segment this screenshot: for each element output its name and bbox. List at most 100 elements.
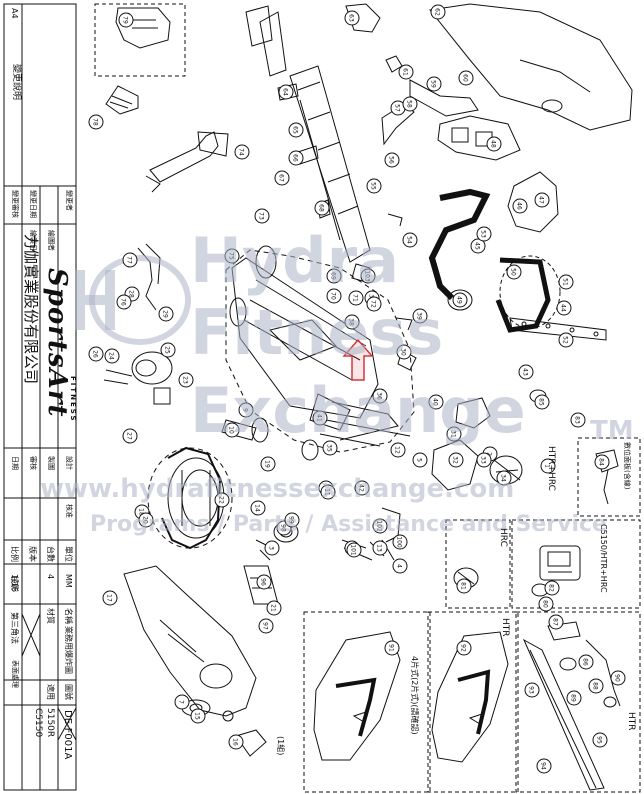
callout-53: 53 <box>476 226 492 242</box>
svg-text:26: 26 <box>92 350 99 358</box>
callout-34: 34 <box>496 470 512 486</box>
console-unit <box>539 545 581 581</box>
callout-11: 11 <box>320 484 336 500</box>
caption-htr-1: HTR <box>500 618 510 637</box>
callout-26: 26 <box>88 346 104 362</box>
caption-parts-bag: (1組) <box>276 736 285 756</box>
variant-box-handlebar-2 <box>427 611 519 793</box>
revision-header: 變更說明 <box>11 64 21 101</box>
variant-box-top <box>94 3 186 77</box>
callout-101: 101 <box>346 542 362 558</box>
callout-70: 70 <box>326 288 342 304</box>
svg-text:21: 21 <box>270 604 277 612</box>
svg-text:17: 17 <box>106 594 113 602</box>
svg-text:22: 22 <box>218 496 225 504</box>
svg-text:83: 83 <box>574 416 581 424</box>
svg-text:57: 57 <box>394 104 401 112</box>
value-model-2: C5150 <box>33 708 43 738</box>
callout-39: 39 <box>412 308 428 324</box>
callout-3: 3 <box>264 540 280 556</box>
svg-text:33: 33 <box>480 456 487 464</box>
callout-83: 83 <box>570 412 586 428</box>
callout-30: 30 <box>396 344 412 360</box>
label-drawing-no: 圖號 <box>64 684 73 700</box>
svg-text:100: 100 <box>396 536 403 548</box>
callout-88: 88 <box>588 678 604 694</box>
svg-text:55: 55 <box>370 182 377 190</box>
callout-97: 97 <box>258 618 274 634</box>
callout-5: 5 <box>412 452 428 468</box>
callout-13: 13 <box>372 540 388 556</box>
caption-htr-2: HTR <box>626 712 636 731</box>
caption-handlebar-note: 4片式(2片式)(請確認) <box>410 656 419 735</box>
value-drawing-no: DE-F001A <box>62 710 73 760</box>
svg-text:53: 53 <box>480 230 487 238</box>
svg-text:86: 86 <box>582 658 589 666</box>
callout-62: 62 <box>430 4 446 20</box>
callout-9: 9 <box>238 402 254 418</box>
brand-logo: SportsArt <box>42 268 72 418</box>
company-name: 力伽實業股份有限公司 <box>22 234 40 385</box>
variant-box-htr-hrc <box>511 519 641 609</box>
svg-text:2: 2 <box>486 452 493 456</box>
label-changer: 變更者 <box>65 190 73 211</box>
svg-text:10: 10 <box>228 426 235 434</box>
svg-text:101: 101 <box>350 544 357 556</box>
svg-text:40: 40 <box>432 398 439 406</box>
svg-text:71: 71 <box>352 294 359 302</box>
value-qty: 4 <box>46 574 55 580</box>
label-designer: 設計 <box>65 456 73 470</box>
label-drawing-name: 名稱 <box>64 608 73 624</box>
callout-markers: 1234567891011121314151617181920212223242… <box>88 4 626 774</box>
svg-text:82: 82 <box>548 584 555 592</box>
callout-86: 86 <box>578 654 594 670</box>
callout-21: 21 <box>266 600 282 616</box>
svg-text:19: 19 <box>264 460 271 468</box>
svg-text:64: 64 <box>282 88 289 96</box>
callout-31: 31 <box>446 426 462 442</box>
svg-text:47: 47 <box>538 196 545 204</box>
value-drawing-name: 業務用爆炸圖 <box>64 626 73 674</box>
svg-text:41: 41 <box>316 414 323 422</box>
svg-text:28: 28 <box>128 290 135 298</box>
svg-text:76: 76 <box>120 298 127 306</box>
label-qty: 台數 <box>46 546 55 562</box>
svg-text:49: 49 <box>456 296 463 304</box>
callout-23: 23 <box>178 372 194 388</box>
svg-text:95: 95 <box>596 736 603 744</box>
callout-45: 45 <box>470 238 486 254</box>
callout-93: 93 <box>524 682 540 698</box>
svg-text:16: 16 <box>232 738 239 746</box>
svg-text:54: 54 <box>406 236 413 244</box>
brand-subtitle: FITNESS <box>69 376 77 423</box>
svg-text:42: 42 <box>358 484 365 492</box>
label-version: 版本 <box>28 546 37 562</box>
svg-text:18: 18 <box>138 508 145 516</box>
svg-text:60: 60 <box>462 74 469 82</box>
callout-84: 84 <box>594 454 610 470</box>
svg-text:12: 12 <box>394 446 401 454</box>
svg-text:80: 80 <box>542 600 549 608</box>
label-checker: 審核 <box>29 456 37 470</box>
svg-text:20: 20 <box>142 516 149 524</box>
svg-text:45: 45 <box>474 242 481 250</box>
svg-text:34: 34 <box>500 474 507 482</box>
callout-41: 41 <box>312 410 328 426</box>
callout-87: 87 <box>548 614 564 630</box>
svg-text:87: 87 <box>552 618 559 626</box>
variant-box-handlebar-3 <box>515 611 641 793</box>
variant-box-hrc <box>445 519 511 609</box>
svg-text:43: 43 <box>522 368 529 376</box>
svg-text:81: 81 <box>460 582 467 590</box>
value-model-1: 5150R <box>45 708 55 738</box>
callout-50: 50 <box>506 264 522 280</box>
callout-1: 1 <box>540 458 556 474</box>
svg-text:39: 39 <box>416 312 423 320</box>
caption-console-model: C5150/HTR+HRC <box>599 524 608 593</box>
svg-text:69: 69 <box>330 272 337 280</box>
callout-20: 20 <box>138 512 154 528</box>
svg-text:14: 14 <box>254 504 261 512</box>
label-surface: 表面處理 <box>11 660 19 688</box>
label-projection: 投影 <box>10 576 19 592</box>
